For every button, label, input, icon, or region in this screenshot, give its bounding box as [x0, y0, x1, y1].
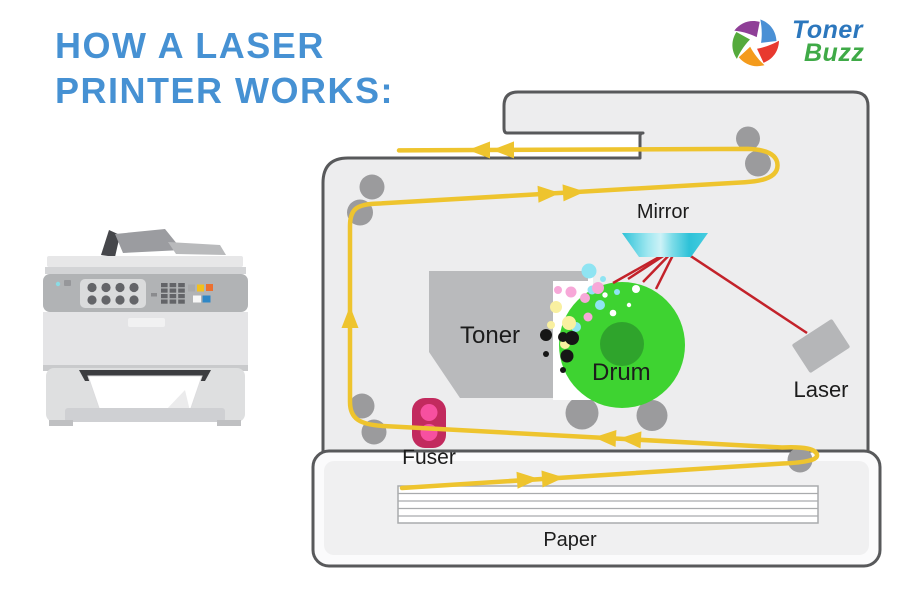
- printer-yellow-key: [197, 284, 204, 292]
- printer-dash-button: [151, 293, 157, 297]
- printer-illustration: [43, 229, 248, 426]
- paper-stack: [397, 485, 819, 524]
- printer-round-buttons: [87, 282, 139, 305]
- toner-hopper: [429, 271, 588, 398]
- roller-top-left-1: [359, 174, 385, 200]
- page-title-line2: PRINTER WORKS:: [55, 69, 394, 111]
- paper-path-arrows: [341, 141, 642, 489]
- printer-tray-lip: [65, 408, 225, 422]
- printer-body-slot: [128, 318, 165, 327]
- toner-particles: [540, 263, 640, 373]
- label-fuser: Fuser: [402, 446, 456, 469]
- printer-adf-arm: [101, 230, 120, 257]
- label-drum: Drum: [592, 359, 651, 386]
- tonerbuzz-logo: Toner Buzz: [726, 13, 864, 71]
- page-title-line1: HOW A LASER: [55, 25, 325, 66]
- tonerbuzz-logo-text: Toner Buzz: [792, 16, 865, 67]
- printer-white-key: [193, 295, 201, 303]
- printer-paper-fold: [165, 390, 190, 411]
- logo-word-buzz: Buzz: [804, 39, 865, 67]
- feed-rollers: [347, 126, 813, 473]
- printer-orange-key: [206, 284, 213, 291]
- printer-gray-key: [188, 284, 195, 292]
- laser-unit: [792, 319, 850, 373]
- printer-lid-edge: [45, 267, 246, 274]
- mirror: [622, 233, 708, 257]
- tonerbuzz-pinwheel-icon: [732, 19, 779, 67]
- roller-under-drum-2: [636, 400, 668, 431]
- label-toner: Toner: [460, 322, 521, 349]
- roller-top-right-1: [736, 126, 760, 151]
- drum-core: [600, 322, 644, 366]
- printer-power-led: [55, 281, 61, 287]
- printer-foot-right: [217, 420, 241, 426]
- printer-blue-key: [202, 295, 211, 303]
- roller-top-right-2: [745, 150, 771, 177]
- label-paper: Paper: [543, 529, 597, 551]
- roller-under-drum-1: [565, 396, 599, 430]
- fuser: [412, 398, 446, 448]
- page-title: HOW A LASER PRINTER WORKS:: [55, 24, 394, 113]
- printer-adf-tray: [115, 229, 182, 253]
- paper-path: [347, 146, 820, 491]
- label-laser: Laser: [793, 377, 849, 402]
- logo-word-toner: Toner: [792, 16, 864, 44]
- roller-bottom-left-1: [349, 393, 375, 419]
- printer-keypad: [161, 283, 185, 304]
- printer-adf-tray2: [168, 242, 226, 255]
- printer-foot-left: [49, 420, 73, 426]
- label-mirror: Mirror: [636, 201, 690, 223]
- printer-small-button: [64, 280, 71, 286]
- printer-lid: [47, 256, 243, 267]
